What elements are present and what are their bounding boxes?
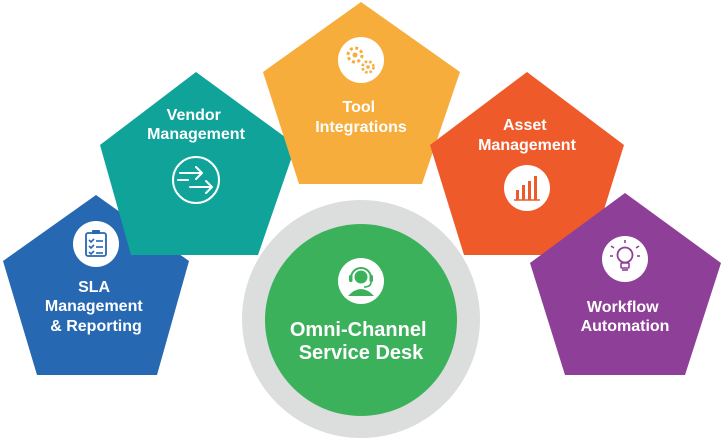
lightbulb-icon [602, 236, 648, 282]
center-hub: Omni-Channel Service Desk [242, 200, 480, 438]
node-workflow-label: Workflow Automation [581, 299, 670, 335]
node-vendor-label: Vendor Management [147, 107, 245, 143]
center-label-line: Omni-Channel [290, 319, 427, 341]
node-sla-label-line: Management [45, 298, 143, 315]
node-asset-label-line: Asset [503, 117, 547, 134]
arrows-merge-icon [172, 156, 220, 204]
node-workflow-pentagon [530, 193, 721, 375]
center-label-line: Service Desk [299, 342, 424, 364]
node-vendor-label-line: Management [147, 126, 245, 143]
node-workflow-label-line: Workflow [587, 299, 659, 316]
node-asset: Asset Management [430, 72, 624, 255]
headset-agent-icon [338, 258, 384, 304]
node-vendor: Vendor Management [100, 72, 296, 255]
node-sla-label: SLA Management & Reporting [45, 279, 147, 335]
center-inner-circle [265, 224, 457, 416]
center-label: Omni-Channel Service Desk [290, 319, 432, 364]
node-sla-label-line: & Reporting [50, 318, 142, 335]
node-asset-label: Asset Management [478, 117, 576, 154]
node-workflow-label-line: Automation [581, 318, 670, 335]
checklist-icon [73, 221, 119, 267]
node-asset-pentagon [430, 72, 624, 255]
node-sla-label-line: SLA [78, 279, 110, 296]
node-tool-pentagon [263, 2, 460, 184]
node-workflow: Workflow Automation [530, 193, 721, 375]
bar-chart-icon [504, 165, 550, 211]
node-tool-label: Tool Integrations [315, 99, 407, 136]
node-asset-label-line: Management [478, 137, 576, 154]
node-tool-label-line: Tool [342, 99, 375, 116]
node-vendor-label-line: Vendor [167, 107, 221, 124]
node-tool-label-line: Integrations [315, 119, 407, 136]
gears-icon [338, 37, 384, 83]
node-tool: Tool Integrations [263, 2, 460, 184]
node-vendor-pentagon [100, 72, 296, 255]
